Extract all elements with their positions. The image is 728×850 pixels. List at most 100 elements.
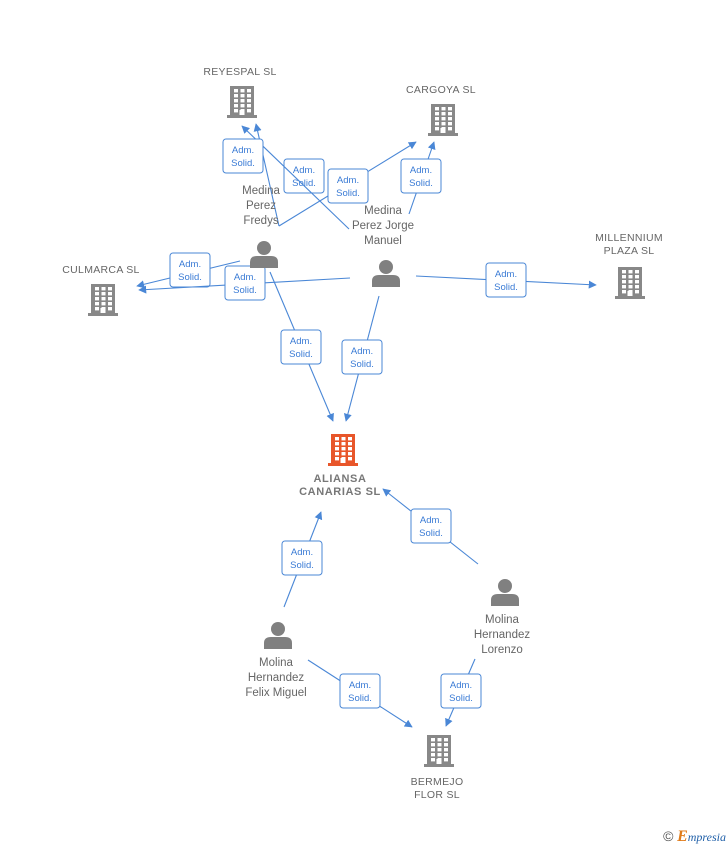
reyespal-label: REYESPAL SL <box>203 66 276 78</box>
role-label-line: Adm. <box>234 272 256 283</box>
edge-jorge-to-millennium[interactable]: Adm.Solid. <box>415 262 597 298</box>
role-box <box>410 508 452 544</box>
role-label-line: Solid. <box>233 285 257 296</box>
edge-felix-to-bermejo[interactable]: Adm.Solid. <box>307 659 413 728</box>
role-label: Adm. Solid. <box>233 272 257 296</box>
role-label-line: Solid. <box>336 188 360 199</box>
millennium-building-icon <box>615 267 645 299</box>
footer-brand: © Empresia <box>663 828 726 846</box>
edge-lorenzo-to-bermejo[interactable]: Adm. Solid. <box>440 658 482 727</box>
role-label-line: Adm. <box>495 269 517 280</box>
bermejo-building-icon <box>424 735 454 767</box>
role-box <box>341 339 383 375</box>
role-label-line: Adm. <box>179 259 201 270</box>
edge-fredys-to-aliansa[interactable]: Adm. Solid. <box>269 271 334 422</box>
role-box <box>224 265 266 301</box>
role-label: Adm. Solid. <box>231 145 255 169</box>
role-box <box>281 540 323 576</box>
role-box <box>440 673 482 709</box>
culmarca-label: CULMARCA SL <box>62 264 139 276</box>
role-label: Adm. Solid. <box>178 259 202 283</box>
role-label-line: Adm. <box>290 336 312 347</box>
role-label: Adm. Solid. <box>350 346 374 370</box>
role-box <box>327 168 369 204</box>
role-label-line: Adm. <box>291 547 313 558</box>
role-label-line: Solid. <box>449 693 473 704</box>
edge-jorge-to-culmarca[interactable]: Adm. Solid. <box>138 265 351 301</box>
cargoya-building-icon <box>428 104 458 136</box>
cargoya-label: CARGOYA SL <box>406 84 476 96</box>
role-box <box>283 158 325 194</box>
bermejo-label-line: FLOR SL <box>414 789 460 801</box>
role-label-line: Adm. <box>293 165 315 176</box>
role-label-line: Adm. <box>337 175 359 186</box>
role-label-line: Adm. <box>450 680 472 691</box>
jorge-label-line: Perez Jorge <box>352 220 414 232</box>
felix-label-line: Molina <box>259 657 293 669</box>
role-label: Adm.Solid. <box>494 269 518 293</box>
role-box <box>222 138 264 174</box>
role-label-line: Adm. <box>349 680 371 691</box>
lorenzo-person-icon <box>491 579 519 606</box>
jorge-label-line: Manuel <box>364 235 402 247</box>
edge-lorenzo-to-aliansa[interactable]: Adm.Solid. <box>382 488 479 565</box>
cargoya-label-line: CARGOYA SL <box>406 84 476 96</box>
role-label-line: Solid. <box>231 158 255 169</box>
reyespal-building-icon <box>227 86 257 118</box>
aliansa-building-icon <box>328 434 358 466</box>
role-label-line: Adm. <box>351 346 373 357</box>
node-cargoya[interactable]: CARGOYA SL <box>406 84 476 136</box>
role-label-line: Solid. <box>350 359 374 370</box>
edge-jorge-to-cargoya[interactable]: Adm.Solid. <box>400 141 442 215</box>
millennium-label-line: PLAZA SL <box>604 245 655 257</box>
node-culmarca[interactable]: CULMARCA SL <box>62 264 139 316</box>
node-reyespal[interactable]: REYESPAL SL <box>203 66 276 118</box>
jorge-person-icon <box>372 260 400 287</box>
role-label: Adm. Solid. <box>336 175 360 199</box>
felix-label-line: Felix Miguel <box>245 687 306 699</box>
copyright-symbol: © <box>663 828 674 844</box>
fredys-label-line: Fredys <box>243 215 278 227</box>
role-box <box>280 329 322 365</box>
millennium-label-line: MILLENNIUM <box>595 232 663 244</box>
role-label: Adm. Solid. <box>289 336 313 360</box>
role-label-line: Solid. <box>289 349 313 360</box>
culmarca-label-line: CULMARCA SL <box>62 264 139 276</box>
role-label-line: Solid. <box>178 272 202 283</box>
role-label: Adm.Solid. <box>419 515 443 539</box>
role-box <box>400 158 442 194</box>
role-label: Adm. Solid. <box>292 165 316 189</box>
aliansa-label-line: CANARIAS SL <box>299 486 381 498</box>
role-label-line: Solid. <box>292 178 316 189</box>
role-label: Adm. Solid. <box>290 547 314 571</box>
edge-felix-to-aliansa[interactable]: Adm. Solid. <box>281 511 323 608</box>
role-label-line: Solid. <box>409 178 433 189</box>
edges-layer: Adm. Solid. Adm. Solid. Adm. Solid. Adm. Solid.… <box>136 123 597 728</box>
role-box <box>485 262 527 298</box>
edge-jorge-to-reyespal[interactable]: Adm. Solid. <box>222 125 350 230</box>
role-box <box>339 673 381 709</box>
lorenzo-label-line: Hernandez <box>474 629 531 641</box>
role-label-line: Adm. <box>420 515 442 526</box>
role-label: Adm. Solid. <box>449 680 473 704</box>
edge-jorge-to-aliansa[interactable]: Adm. Solid. <box>341 295 383 422</box>
fredys-label-line: Medina <box>242 185 280 197</box>
role-label-line: Adm. <box>232 145 254 156</box>
role-label-line: Solid. <box>290 560 314 571</box>
role-label: Adm.Solid. <box>409 165 433 189</box>
edge-fredys-to-cargoya[interactable]: Adm. Solid. <box>278 141 417 227</box>
edge-fredys-to-culmarca[interactable]: Adm. Solid. <box>136 252 241 289</box>
lorenzo-label-line: Molina <box>485 614 519 626</box>
